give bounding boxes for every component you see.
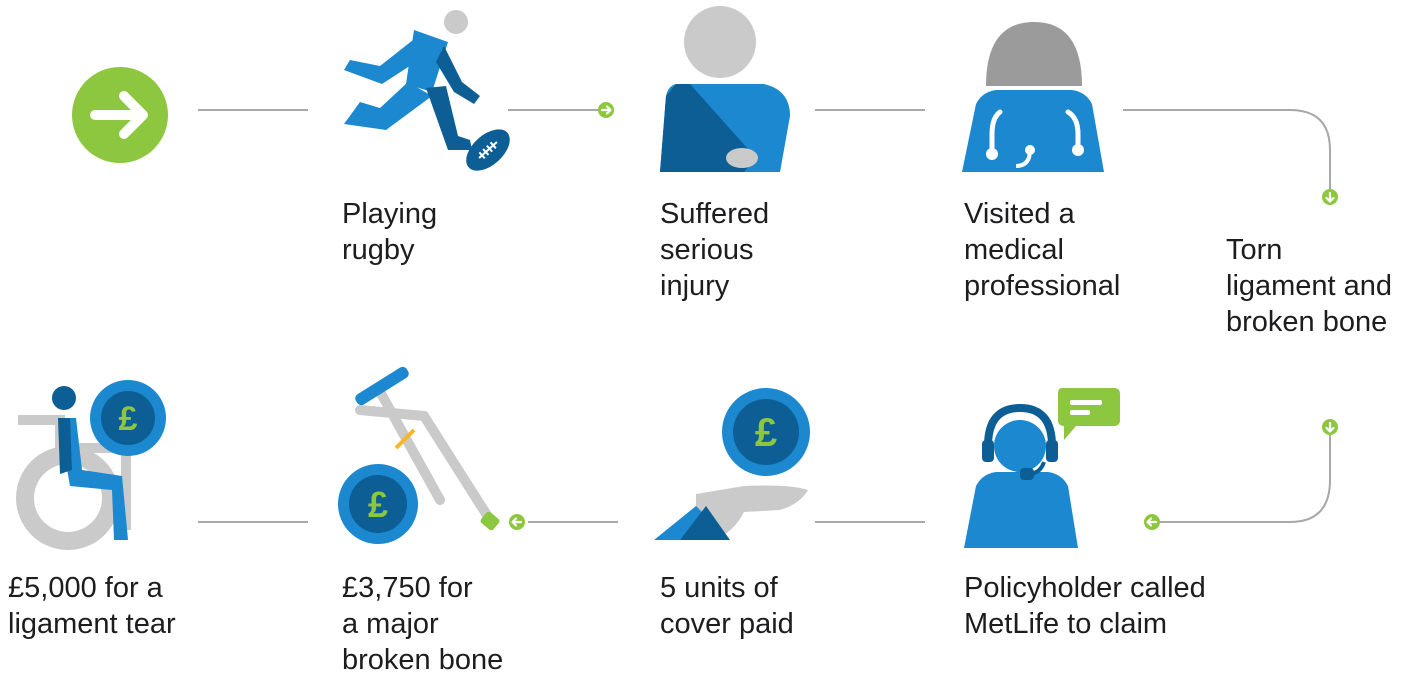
connector-lines <box>198 109 1331 523</box>
rugby-player-icon <box>344 10 510 171</box>
step-label-broken-bone-payout: £3,750 for a major broken bone <box>342 572 504 676</box>
wheelchair-pound-coin-icon: £ <box>16 380 166 550</box>
arrow-left-icon <box>1144 514 1160 530</box>
arrow-down-icon <box>1322 419 1338 435</box>
step-label-visited-medical-professional: Visited a medical professional <box>964 198 1121 302</box>
hand-pound-coin-icon: £ <box>654 388 810 540</box>
pound-sign-icon: £ <box>755 411 777 455</box>
step-label-ligament-tear-payout: £5,000 for a ligament tear <box>8 572 176 640</box>
doctor-stethoscope-icon <box>962 22 1104 172</box>
injured-arm-sling-icon <box>660 6 790 172</box>
step-label-cover-paid: 5 units of cover paid <box>660 572 794 640</box>
arrow-down-icon <box>1322 189 1338 205</box>
arrow-left-icon <box>509 514 525 530</box>
connector-diagnosis-to-call <box>1160 435 1331 523</box>
arrow-right-icon <box>598 102 614 118</box>
step-label-diagnosis: Torn ligament and broken bone <box>1226 234 1393 338</box>
pound-sign-icon: £ <box>368 484 388 525</box>
pound-sign-icon: £ <box>119 400 138 438</box>
start-arrow-icon <box>72 67 168 163</box>
connector-doctor-to-diagnosis <box>1123 109 1331 190</box>
step-label-suffered-injury: Suffered serious injury <box>660 198 770 302</box>
crutch-pound-coin-icon: £ <box>338 366 500 544</box>
call-centre-headset-icon <box>964 388 1120 548</box>
step-label-called-metlife: Policyholder called MetLife to claim <box>964 572 1206 640</box>
step-label-playing-rugby: Playing rugby <box>342 198 438 266</box>
